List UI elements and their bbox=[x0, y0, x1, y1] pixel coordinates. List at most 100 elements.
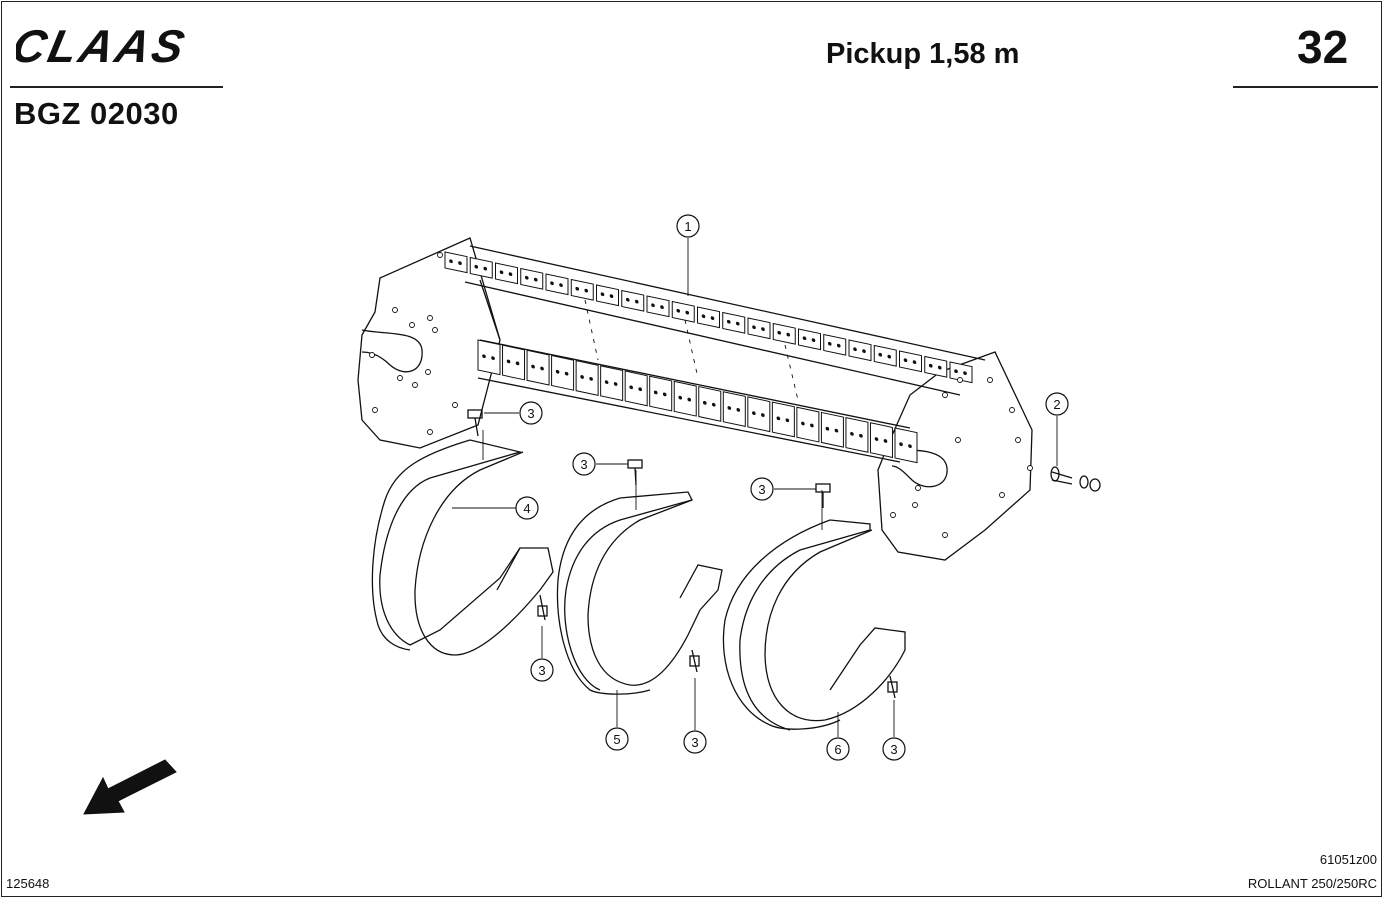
tine-hole bbox=[678, 395, 683, 400]
hidden-line bbox=[584, 299, 599, 361]
tine-hole bbox=[727, 406, 732, 410]
tine-hole bbox=[584, 288, 589, 293]
stripper-4 bbox=[371, 430, 554, 656]
drum-side-edge-left bbox=[479, 279, 501, 341]
left-side-plate bbox=[357, 237, 501, 449]
tine-hole bbox=[702, 400, 707, 405]
tine-hole bbox=[458, 261, 462, 266]
tine-hole bbox=[761, 327, 765, 331]
tine-hole bbox=[531, 364, 535, 369]
svg-text:3: 3 bbox=[691, 735, 698, 750]
tine-hole bbox=[802, 336, 807, 341]
tine-hole bbox=[786, 332, 791, 337]
tine-plate bbox=[798, 328, 821, 351]
tine-hole bbox=[625, 297, 630, 302]
drum-top-edge bbox=[469, 245, 986, 361]
right-side-plate bbox=[877, 351, 1033, 561]
claas-logo-text: CLAAS bbox=[16, 22, 192, 68]
tine-hole bbox=[685, 310, 690, 315]
hidden-line bbox=[684, 319, 699, 379]
tine-hole bbox=[575, 286, 580, 291]
tine-hole bbox=[776, 416, 781, 421]
tine-plate bbox=[495, 262, 518, 285]
tine-hole bbox=[515, 361, 520, 366]
tine-hole bbox=[811, 338, 816, 342]
tine-hole bbox=[491, 356, 495, 361]
tine-plate bbox=[551, 354, 575, 391]
tine-hole bbox=[506, 359, 511, 364]
tine-hole bbox=[726, 319, 731, 324]
tine-hole bbox=[449, 259, 453, 264]
tine-hole bbox=[676, 308, 681, 313]
tine-plate bbox=[673, 380, 697, 417]
tine-plate bbox=[924, 355, 948, 378]
tine-hole bbox=[653, 390, 658, 395]
tine-hole bbox=[580, 375, 584, 379]
tine-hole bbox=[963, 371, 967, 375]
tine-plate bbox=[796, 406, 820, 443]
tine-hole bbox=[887, 354, 892, 359]
tine-hole bbox=[711, 402, 716, 407]
tine-strip-row-upper bbox=[444, 251, 973, 384]
tine-plate bbox=[600, 365, 624, 402]
tine-hole bbox=[752, 411, 756, 416]
tine-plate bbox=[845, 417, 869, 453]
svg-text:3: 3 bbox=[758, 482, 765, 497]
callout-1: 1 bbox=[676, 214, 700, 238]
svg-text:2: 2 bbox=[1053, 397, 1060, 412]
model-name: ROLLANT 250/250RC bbox=[1247, 876, 1377, 891]
leader-lines bbox=[452, 238, 895, 737]
callout-4: 4 bbox=[515, 496, 539, 520]
tine-hole bbox=[827, 341, 832, 346]
svg-text:3: 3 bbox=[527, 406, 534, 421]
page-title: Pickup 1,58 m bbox=[826, 38, 1020, 70]
tine-hole bbox=[908, 444, 912, 448]
svg-text:6: 6 bbox=[834, 742, 841, 757]
tine-hole bbox=[634, 299, 639, 304]
tine-plate bbox=[820, 411, 844, 448]
tine-hole bbox=[701, 314, 706, 319]
svg-text:3: 3 bbox=[580, 457, 587, 472]
tine-plate bbox=[873, 344, 897, 367]
tine-hole bbox=[801, 421, 805, 426]
tine-hole bbox=[810, 423, 814, 428]
tine-hole bbox=[878, 352, 883, 357]
tine-hole bbox=[862, 349, 866, 353]
page-number: 32 bbox=[1297, 21, 1349, 73]
tine-plate bbox=[899, 350, 922, 373]
tine-plate bbox=[624, 370, 648, 407]
tine-hole bbox=[483, 266, 488, 271]
tine-hole bbox=[550, 281, 554, 286]
tine-hole bbox=[937, 365, 942, 370]
tine-hole bbox=[508, 272, 513, 277]
left-plate-holes bbox=[369, 252, 458, 435]
svg-text:1: 1 bbox=[684, 219, 691, 234]
tine-hole bbox=[533, 277, 538, 282]
tine-hole bbox=[604, 380, 609, 384]
tine-hole bbox=[564, 371, 569, 376]
tine-plate bbox=[823, 333, 847, 356]
callout-3: 3 bbox=[530, 658, 554, 682]
tine-plate bbox=[869, 422, 893, 459]
tine-plate bbox=[649, 375, 673, 412]
tine-plate bbox=[894, 427, 918, 464]
tine-hole bbox=[859, 433, 863, 438]
tine-plate bbox=[771, 401, 795, 438]
tine-hole bbox=[899, 442, 903, 447]
tine-plate bbox=[698, 385, 722, 422]
svg-text:3: 3 bbox=[890, 742, 897, 757]
tine-hole bbox=[954, 369, 958, 374]
tine-hole bbox=[482, 354, 486, 359]
callout-3: 3 bbox=[683, 730, 707, 754]
tine-hole bbox=[524, 275, 529, 280]
callout-3: 3 bbox=[750, 477, 774, 501]
tine-plate bbox=[444, 251, 468, 274]
callout-5: 5 bbox=[605, 727, 629, 751]
tine-hole bbox=[559, 283, 563, 288]
part-code: 125648 bbox=[6, 876, 50, 891]
drum-upper-row-bottom bbox=[464, 281, 961, 396]
tine-plate bbox=[722, 391, 746, 428]
tine-hole bbox=[928, 363, 933, 368]
